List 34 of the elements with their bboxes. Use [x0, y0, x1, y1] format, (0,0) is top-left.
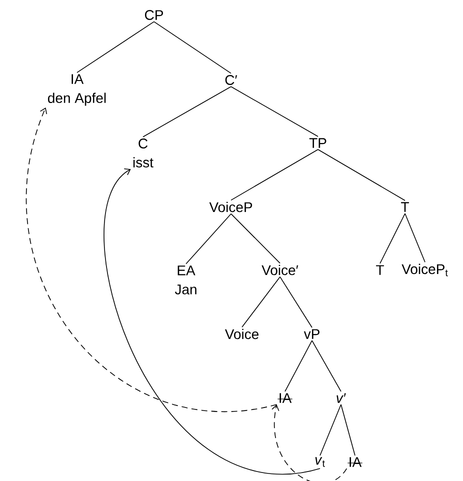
tree-branch	[186, 213, 232, 264]
movement-arrow	[26, 107, 278, 412]
tree-label: CP	[144, 10, 163, 20]
tree-branch	[284, 340, 312, 392]
tree-label: vP	[304, 329, 320, 339]
tree-label: Voice	[224, 328, 258, 340]
tree-branch	[154, 21, 232, 74]
tree-branch	[280, 276, 312, 328]
tree-label: C isst	[133, 138, 154, 168]
tree-branch	[230, 149, 318, 201]
tree-branch	[76, 21, 154, 73]
tree-branch	[404, 213, 426, 262]
tree-branch	[230, 213, 280, 264]
tree-branch	[242, 276, 280, 328]
tree-label: TP	[309, 138, 326, 148]
tree-branch	[142, 86, 232, 138]
tree-branch	[230, 86, 318, 137]
tree-branch	[318, 149, 406, 201]
tree-label: v′	[336, 393, 346, 403]
tree-branch	[320, 404, 342, 456]
tree-label: VoiceP$_{t}$	[402, 264, 448, 276]
tree-branch	[312, 340, 342, 392]
tree-label: Voice′	[262, 264, 298, 276]
tree-label: IA den Apfel	[48, 74, 106, 106]
tree-label: EA Jan	[174, 266, 196, 294]
tree-label: T	[401, 202, 409, 212]
tree-label: C′	[225, 75, 238, 85]
tree-label: VoiceP	[209, 202, 252, 212]
movement-arrow	[272, 404, 348, 481]
tree-branch	[340, 404, 356, 456]
tree-branch	[380, 213, 406, 264]
tree-label: T	[376, 265, 384, 275]
tree-label: v$_{t}$	[315, 457, 325, 467]
movement-arrow	[104, 168, 320, 475]
